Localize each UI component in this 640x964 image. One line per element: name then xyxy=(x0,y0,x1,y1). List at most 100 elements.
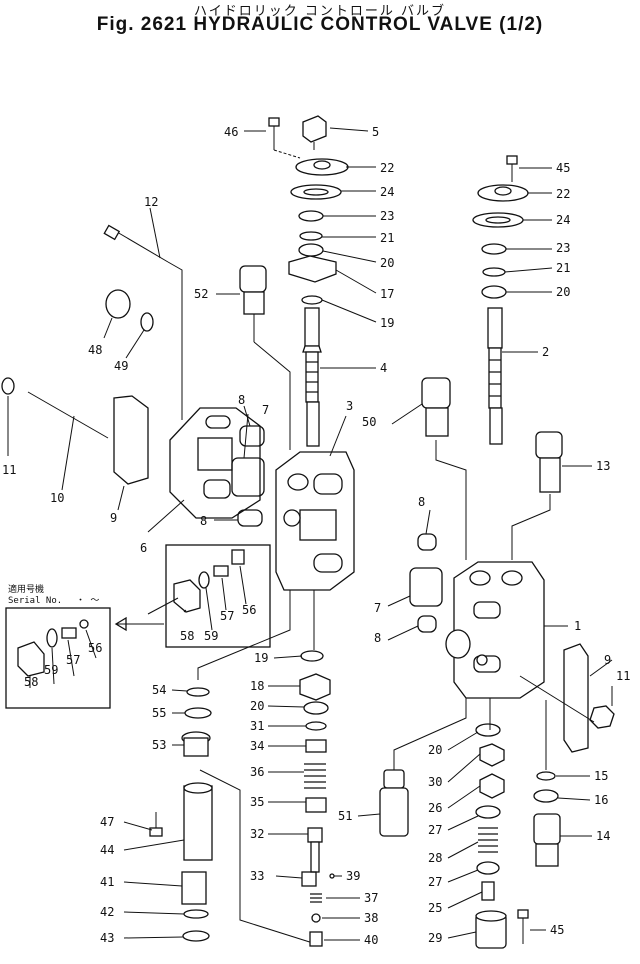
seat-35-shape xyxy=(305,797,327,813)
bolt-45a-shape xyxy=(506,155,518,182)
retainer-26-shape xyxy=(479,773,505,799)
part-shapes xyxy=(1,115,615,949)
arrow-head xyxy=(114,616,127,632)
flange-22b-shape xyxy=(477,184,529,202)
callout-39: 39 xyxy=(346,869,360,883)
callout-12: 12 xyxy=(144,195,158,209)
callout-5: 5 xyxy=(372,125,379,139)
seal-20-shape xyxy=(298,243,324,257)
ring-16-shape xyxy=(533,789,559,803)
callout-26: 26 xyxy=(428,801,442,815)
callout-8d: 8 xyxy=(374,631,381,645)
callout-56b: 56 xyxy=(88,641,102,655)
callout-56: 56 xyxy=(242,603,256,617)
callout-51: 51 xyxy=(338,809,352,823)
callout-45b: 45 xyxy=(550,923,564,937)
relief-51-shape xyxy=(379,698,467,837)
callout-8b: 8 xyxy=(200,514,207,528)
callout-54: 54 xyxy=(152,683,166,697)
oring-8b-shape xyxy=(237,509,263,527)
oring-49-shape xyxy=(140,312,154,332)
nut-11b-shape xyxy=(589,705,615,729)
seat-27b-shape xyxy=(476,861,500,875)
callout-28: 28 xyxy=(428,851,442,865)
callout-58: 58 xyxy=(180,629,194,643)
oring-54-shape xyxy=(186,687,210,697)
valve-body-3-shape xyxy=(275,451,355,591)
guide-53 xyxy=(197,590,291,680)
ring-21b-shape xyxy=(482,267,506,277)
callout-19: 19 xyxy=(380,316,394,330)
callout-6: 6 xyxy=(140,541,147,555)
seal-23-shape xyxy=(298,210,324,222)
bolt-47-shape xyxy=(149,812,163,837)
flange-22-shape xyxy=(295,158,349,176)
oring-19a-shape xyxy=(301,295,323,305)
collar-41-shape xyxy=(181,871,207,905)
callout-20: 20 xyxy=(380,256,394,270)
serial-range: ・ ～ xyxy=(76,596,99,606)
callout-8: 8 xyxy=(238,393,245,407)
pins-33-shape xyxy=(301,871,317,887)
guide-44 xyxy=(199,769,317,945)
callout-22b: 22 xyxy=(556,187,570,201)
spring-28-shape xyxy=(478,827,498,853)
ring-21-shape xyxy=(299,231,323,241)
relief-50-shape xyxy=(421,377,467,560)
figure-title: Fig. 2621 HYDRAULIC CONTROL VALVE (1/2) xyxy=(96,14,544,35)
plug-48-shape xyxy=(105,289,131,319)
callout-21b: 21 xyxy=(556,261,570,275)
callout-19b: 19 xyxy=(254,651,268,665)
callout-57b: 57 xyxy=(66,653,80,667)
serial-box-shape xyxy=(5,607,111,709)
title-japanese: ハイドロリック コントロール バルブ xyxy=(193,4,446,19)
callout-42: 42 xyxy=(100,905,114,919)
seal-20b-shape xyxy=(481,285,507,299)
oring-8a-shape xyxy=(239,425,265,447)
seat-27a-shape xyxy=(475,805,501,819)
callout-31: 31 xyxy=(250,719,264,733)
oring-19b-shape xyxy=(300,650,324,662)
seal-20c-shape xyxy=(303,701,329,715)
callout-21: 21 xyxy=(380,231,394,245)
dashed-guide xyxy=(273,149,301,159)
ball-39-shape xyxy=(329,873,335,879)
callout-59: 59 xyxy=(204,629,218,643)
callout-40: 40 xyxy=(364,933,378,947)
callout-23b: 23 xyxy=(556,241,570,255)
callout-9: 9 xyxy=(110,511,117,525)
spring-37-shape xyxy=(310,893,322,903)
ring-31-shape xyxy=(305,721,327,731)
callout-18: 18 xyxy=(250,679,264,693)
poppet-32-shape xyxy=(307,827,323,873)
serial-label-en: Serial No. xyxy=(8,596,62,606)
stud-25-shape xyxy=(481,881,495,901)
callout-25: 25 xyxy=(428,901,442,915)
callout-59b: 59 xyxy=(44,663,58,677)
oring-8d-shape xyxy=(417,615,437,633)
ring-55-shape xyxy=(184,707,212,719)
ball-38-shape xyxy=(311,913,321,923)
callout-34: 34 xyxy=(250,739,264,753)
callout-20d: 20 xyxy=(428,743,442,757)
callout-45: 45 xyxy=(556,161,570,175)
callout-7: 7 xyxy=(262,403,269,417)
callout-20b: 20 xyxy=(556,285,570,299)
callout-57: 57 xyxy=(220,609,234,623)
callout-8c: 8 xyxy=(418,495,425,509)
serial-label-jp: 適用号機 xyxy=(8,583,44,595)
callout-58b: 58 xyxy=(24,675,38,689)
gasket-24b-shape xyxy=(472,212,524,228)
spool-2-shape xyxy=(487,307,503,445)
callout-44: 44 xyxy=(100,843,114,857)
cap-18-shape xyxy=(299,673,331,701)
plug-40-shape xyxy=(309,931,323,947)
callout-22: 22 xyxy=(380,161,394,175)
callout-15: 15 xyxy=(594,769,608,783)
callout-53: 53 xyxy=(152,738,166,752)
callout-49: 49 xyxy=(114,359,128,373)
oring-42-shape xyxy=(183,909,209,919)
callout-24b: 24 xyxy=(556,213,570,227)
callout-labels: 46 5 22 24 23 21 20 17 19 4 45 22 24 23 … xyxy=(2,125,630,947)
detail-parts xyxy=(173,549,245,613)
